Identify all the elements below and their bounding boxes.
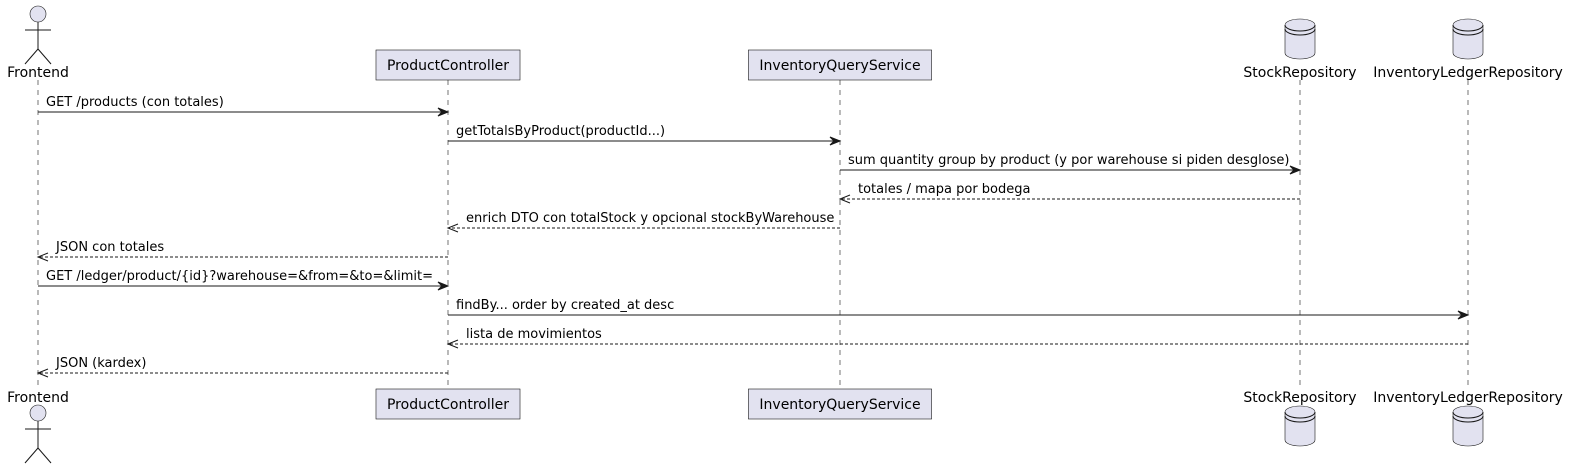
participant-label: Frontend — [7, 390, 69, 406]
participant-box-inventoryQueryService-top — [748, 49, 932, 81]
arrow-head-icon — [446, 339, 459, 349]
actor-leg-left-top — [24, 48, 39, 65]
participant-label: InventoryQueryService — [759, 58, 920, 74]
arrow-head-icon — [36, 368, 49, 378]
database-icon-rim — [1284, 24, 1316, 32]
message-label: GET /ledger/product/{id}?warehouse=&from… — [46, 269, 433, 284]
participant-label: StockRepository — [1243, 390, 1356, 406]
message-label: findBy... order by created_at desc — [456, 298, 674, 313]
participant-label: InventoryLedgerRepository — [1373, 390, 1563, 406]
arrow-head-icon — [437, 107, 450, 117]
actor-head-bottom — [29, 404, 47, 422]
arrow-head-icon — [36, 252, 49, 262]
database-icon-rim — [1452, 24, 1484, 32]
message-label: sum quantity group by product (y por war… — [848, 153, 1290, 168]
message-label: GET /products (con totales) — [46, 95, 224, 110]
actor-head-top — [29, 5, 47, 23]
database-icon — [1284, 18, 1316, 60]
participant-label: InventoryQueryService — [759, 397, 920, 413]
message-label: JSON (kardex) — [55, 356, 146, 371]
database-icon-rim — [1284, 411, 1316, 419]
participant-label: Frontend — [7, 65, 69, 81]
database-icon — [1284, 405, 1316, 447]
database-icon — [1452, 18, 1484, 60]
arrow-head-icon — [1289, 165, 1302, 175]
database-icon-band — [1452, 28, 1484, 36]
message-label: getTotalsByProduct(productId...) — [456, 124, 665, 139]
participant-box-inventoryQueryService-bottom — [748, 388, 932, 420]
actor-leg-right-top — [37, 48, 52, 65]
arrow-head-icon — [437, 281, 450, 291]
message-label: enrich DTO con totalStock y opcional sto… — [466, 211, 834, 226]
participant-box-productController-bottom — [375, 388, 521, 420]
participant-label: ProductController — [387, 58, 509, 74]
arrow-head-icon — [1457, 310, 1470, 320]
arrow-head-icon — [838, 194, 851, 204]
arrow-head-icon — [829, 136, 842, 146]
arrow-head-icon — [446, 223, 459, 233]
database-icon-band — [1284, 28, 1316, 36]
participant-label: StockRepository — [1243, 65, 1356, 81]
database-icon-rim — [1452, 411, 1484, 419]
actor-leg-left-bottom — [24, 447, 39, 464]
message-label: JSON con totales — [55, 240, 164, 255]
message-label: lista de movimientos — [466, 327, 602, 342]
database-icon-band — [1452, 415, 1484, 423]
message-label: totales / mapa por bodega — [858, 182, 1030, 197]
actor-leg-right-bottom — [37, 447, 52, 464]
database-icon-band — [1284, 415, 1316, 423]
participant-label: InventoryLedgerRepository — [1373, 65, 1563, 81]
participant-label: ProductController — [387, 397, 509, 413]
participant-box-productController-top — [375, 49, 521, 81]
database-icon — [1452, 405, 1484, 447]
